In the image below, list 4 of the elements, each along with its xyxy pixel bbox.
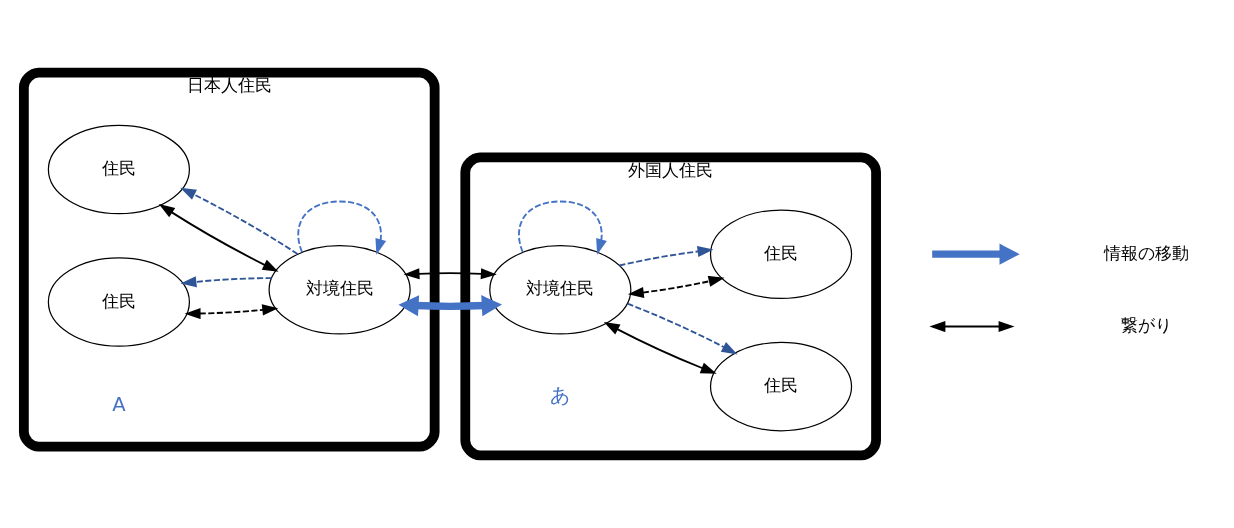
label: あ bbox=[550, 384, 571, 408]
label: A bbox=[112, 392, 126, 416]
legend-label: 情報の移動 bbox=[1103, 242, 1189, 263]
legend-label: 繋がり bbox=[1120, 315, 1172, 336]
